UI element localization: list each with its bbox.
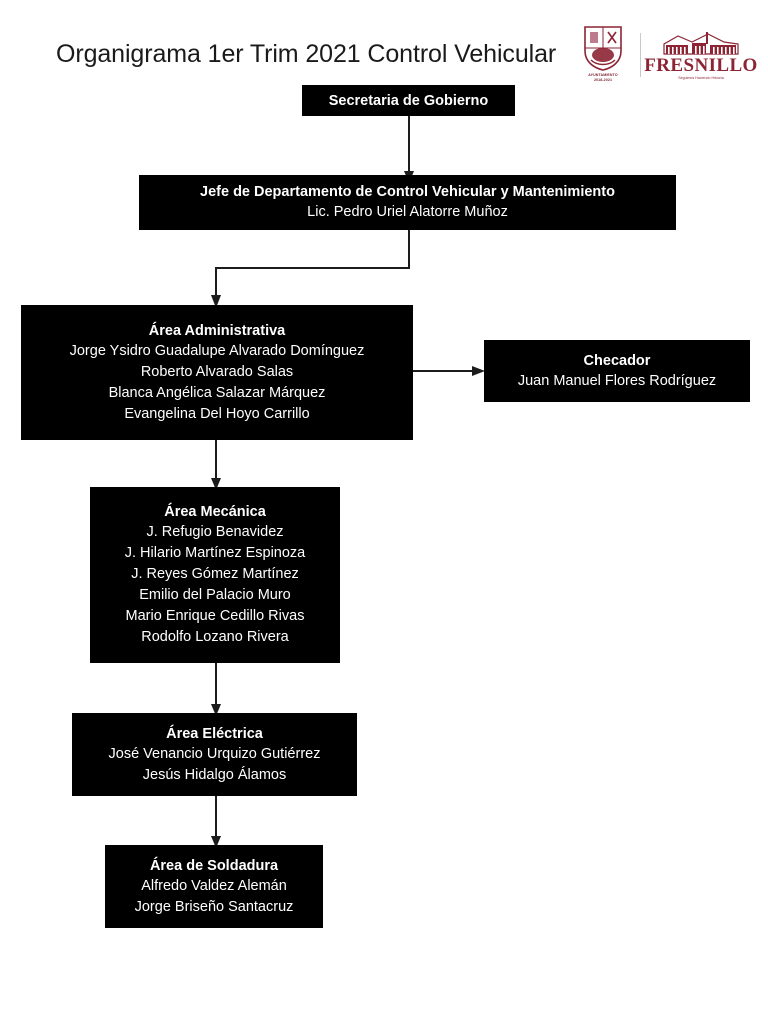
node-person: J. Refugio Benavidez (146, 524, 284, 540)
node-person: José Venancio Urquizo Gutiérrez (108, 745, 321, 762)
shield-caption-line1: AYUNTAMIENTO (588, 73, 618, 77)
node-person: Evangelina Del Hoyo Carrillo (124, 405, 310, 422)
node-checador[interactable]: Checador Juan Manuel Flores Rodríguez (484, 340, 750, 402)
node-role: Área Eléctrica (166, 725, 263, 742)
node-role: Área Administrativa (148, 322, 286, 339)
connector-electrica-to-soldadura (211, 794, 221, 848)
connector-jefe-to-administrativa (211, 228, 410, 308)
node-person: Lic. Pedro Uriel Alatorre Muñoz (307, 204, 508, 220)
node-role: Secretaria de Gobierno (328, 92, 489, 109)
node-person: J. Reyes Gómez Martínez (131, 566, 299, 582)
node-area-electrica[interactable]: Área Eléctrica José Venancio Urquizo Gut… (72, 713, 357, 796)
node-person: Mario Enrique Cedillo Rivas (125, 608, 305, 624)
page-title: Organigrama 1er Trim 2021 Control Vehicu… (56, 40, 557, 68)
fresnillo-tagline: Seguimos Haciendo Historia (678, 75, 724, 80)
node-secretaria-de-gobierno[interactable]: Secretaria de Gobierno (302, 85, 515, 116)
node-area-administrativa[interactable]: Área Administrativa Jorge Ysidro Guadalu… (21, 305, 413, 440)
node-role: Checador (583, 352, 651, 369)
node-person: J. Hilario Martínez Espinoza (124, 545, 306, 561)
fresnillo-wordmark: FRESNILLO (644, 54, 758, 76)
shield-caption: AYUNTAMIENTO 2018-2021 (588, 73, 618, 82)
ayuntamiento-shield-logo: AYUNTAMIENTO 2018-2021 (575, 24, 631, 86)
node-person: Roberto Alvarado Salas (140, 363, 294, 380)
node-role: Área de Soldadura (149, 857, 279, 874)
shield-caption-line2: 2018-2021 (593, 77, 613, 82)
connector-mecanica-to-electrica (211, 662, 221, 716)
node-area-soldadura[interactable]: Área de Soldadura Alfredo Valdez Alemán … (105, 845, 323, 928)
node-person: Jesús Hidalgo Álamos (142, 766, 287, 783)
node-person: Emilio del Palacio Muro (139, 587, 291, 603)
node-role: Jefe de Departamento de Control Vehicula… (200, 184, 615, 200)
building-icon (663, 31, 739, 55)
connector-administrativa-to-mecanica (211, 436, 221, 490)
logo-group: AYUNTAMIENTO 2018-2021 (575, 22, 757, 88)
node-area-mecanica[interactable]: Área Mecánica J. Refugio Benavidez J. Hi… (90, 487, 340, 663)
node-person: Jorge Briseño Santacruz (134, 898, 294, 915)
connector-administrativa-to-checador (408, 366, 485, 376)
node-role: Área Mecánica (164, 504, 266, 520)
node-jefe-de-departamento[interactable]: Jefe de Departamento de Control Vehicula… (139, 175, 676, 230)
node-person: Blanca Angélica Salazar Márquez (108, 384, 326, 401)
node-person: Rodolfo Lozano Rivera (141, 629, 289, 645)
logo-divider (640, 33, 641, 77)
connector-secretaria-to-jefe (404, 112, 414, 183)
shield-icon (584, 26, 622, 71)
node-person: Alfredo Valdez Alemán (141, 877, 287, 894)
fresnillo-logo: FRESNILLO Seguimos Haciendo Historia (644, 30, 757, 81)
node-person: Juan Manuel Flores Rodríguez (517, 372, 717, 389)
node-person: Jorge Ysidro Guadalupe Alvarado Domíngue… (69, 342, 365, 359)
